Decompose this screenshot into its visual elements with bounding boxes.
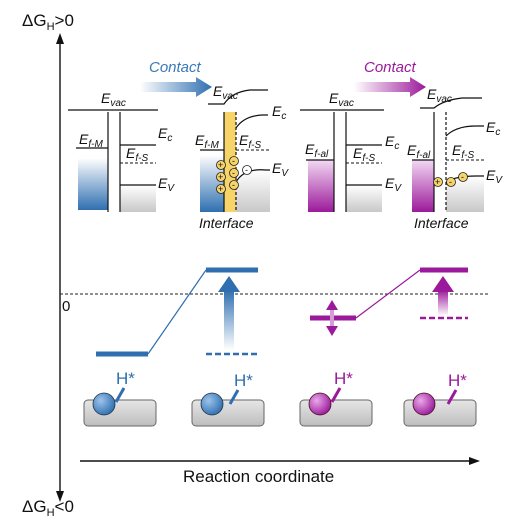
svg-text:+: + (435, 177, 440, 187)
label-ev-3: EV (385, 175, 402, 194)
label-ec-1: Ec (158, 125, 172, 144)
label-ec-2: Ec (272, 103, 286, 122)
label-evac-2: Evac (213, 83, 238, 102)
adsorbate-label-3: H* (334, 369, 353, 388)
x-axis-arrowhead (469, 457, 480, 465)
connector-purple (355, 269, 421, 319)
label-efal-3: Ef-al (305, 141, 329, 160)
up-arrow-blue (218, 276, 240, 350)
svg-text:+: + (218, 160, 223, 170)
label-efm-1: Ef-M (79, 131, 103, 150)
svg-text:-: - (232, 156, 235, 166)
contact-arrow-blue (140, 77, 212, 97)
label-evac-1: Evac (101, 90, 126, 109)
label-ec-3: Ec (385, 133, 399, 152)
adsorbate-label-4: H* (448, 371, 467, 390)
svg-text:+: + (218, 172, 223, 182)
label-efal-4: Ef-al (407, 142, 431, 161)
label-efs-3: Ef-S (353, 145, 375, 164)
adsorbate-site-3: H* (299, 369, 373, 427)
interface-charges-purple: + - - (433, 172, 468, 187)
band-panel-metal-before (68, 109, 158, 212)
adsorbate-site-1: H* (83, 369, 157, 427)
adsorbate-site-4: H* (403, 371, 477, 427)
adsorbate-label-2: H* (234, 371, 253, 390)
label-evac-4: Evac (427, 86, 452, 105)
label-efs-2: Ef-S (239, 132, 261, 151)
interface-charges-blue: + + + - - - - (216, 156, 252, 194)
contact-arrow-purple (354, 77, 426, 97)
y-axis-arrowhead-top (56, 33, 64, 44)
svg-text:-: - (461, 172, 464, 182)
adsorbate-site-2: H* (191, 371, 265, 427)
svg-text:-: - (232, 168, 235, 178)
interface-label-right: Interface (414, 215, 469, 231)
label-ev-1: EV (158, 175, 175, 194)
zero-label: 0 (62, 298, 70, 315)
label-efm-2: Ef-M (195, 132, 219, 151)
svg-text:-: - (245, 165, 248, 175)
label-ev-2: EV (272, 160, 289, 179)
label-ec-4: Ec (486, 119, 500, 138)
contact-label-right: Contact (364, 59, 417, 76)
x-axis-label: Reaction coordinate (183, 467, 334, 486)
up-arrow-purple (432, 276, 454, 316)
adsorbate-label-1: H* (116, 369, 135, 388)
double-arrow-purple (326, 300, 338, 336)
svg-text:-: - (232, 180, 235, 190)
svg-text:+: + (218, 184, 223, 194)
y-axis-arrowhead-bottom (56, 491, 64, 502)
band-panel-metal-contact (200, 89, 270, 212)
label-ev-4: EV (486, 167, 503, 186)
y-axis-top-label: ΔGH>0 (22, 11, 74, 33)
y-axis-bottom-label: ΔGH<0 (22, 497, 74, 519)
interface-label-left: Interface (199, 215, 254, 231)
contact-label-left: Contact (149, 59, 202, 76)
band-panel-alloy-before (300, 109, 384, 212)
label-efs-1: Ef-S (126, 145, 148, 164)
connector-blue (147, 269, 207, 355)
label-efs-4: Ef-S (452, 142, 474, 161)
label-evac-3: Evac (329, 90, 354, 109)
svg-text:-: - (449, 177, 452, 187)
